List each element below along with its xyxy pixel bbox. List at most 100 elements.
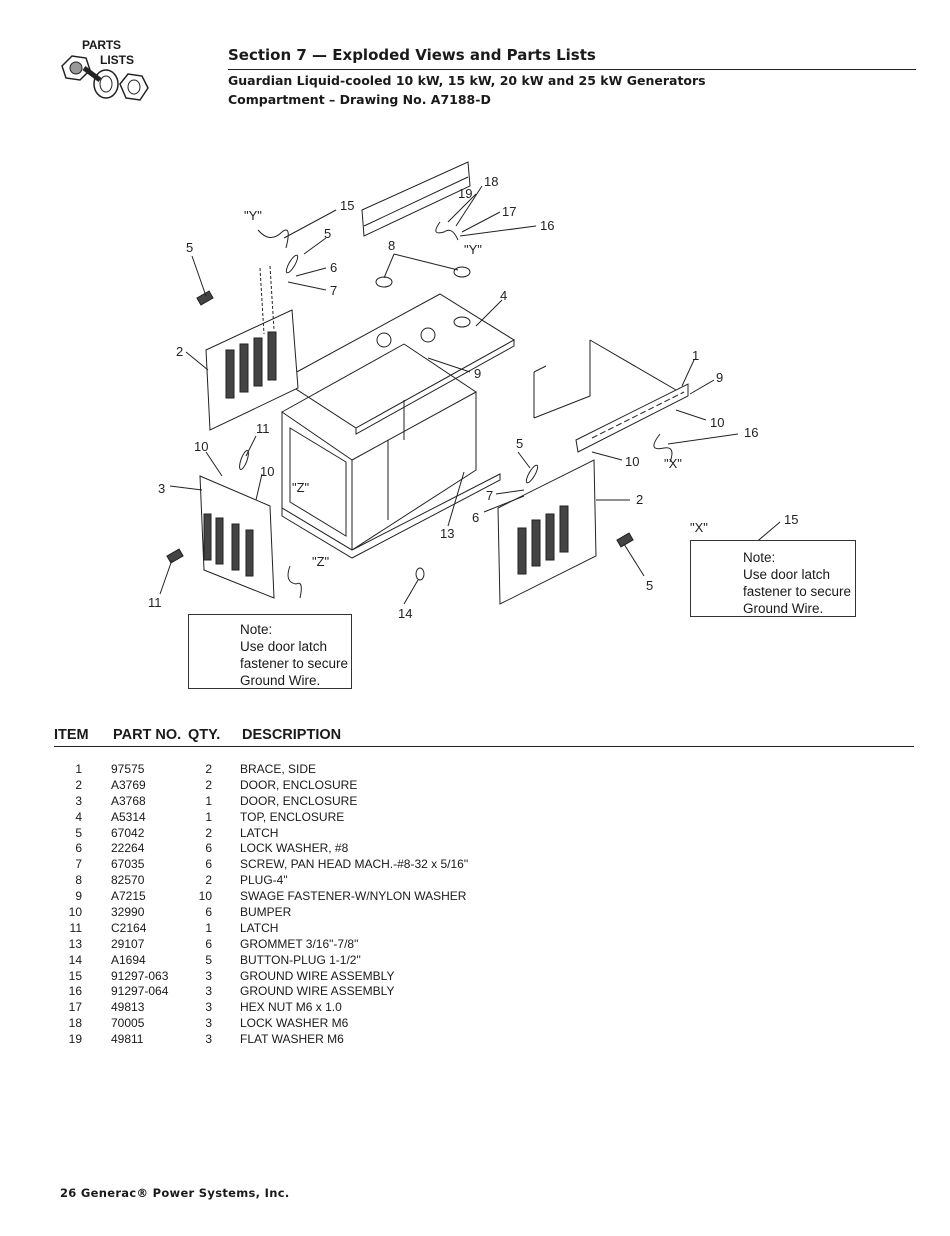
part-no-cell: 91297-063 (111, 968, 169, 983)
callout-5c: 5 (516, 436, 523, 451)
label-x-note: "X" (690, 520, 708, 535)
callout-15b: 15 (784, 512, 798, 527)
item-cell: 17 (68, 1000, 82, 1015)
label-y-left: "Y" (244, 208, 262, 223)
callout-9a: 9 (474, 366, 481, 381)
callout-17: 17 (502, 204, 516, 219)
page-footer: 26 Generac® Power Systems, Inc. (60, 1186, 290, 1200)
drawing-number: Compartment – Drawing No. A7188-D (228, 92, 491, 107)
callout-1: 1 (692, 348, 699, 363)
note-right-line: Use door latch (743, 567, 831, 582)
part-no-cell: A3768 (111, 793, 146, 808)
plug-left (375, 276, 393, 288)
callout-15a: 15 (340, 198, 354, 213)
part-no-cell: A7215 (111, 889, 146, 904)
item-cell: 3 (75, 793, 82, 808)
callout-7b: 7 (486, 488, 493, 503)
item-cell: 14 (68, 952, 82, 967)
description-cell: SCREW, PAN HEAD MACH.-#8-32 x 5/16" (240, 857, 469, 872)
latch-left (196, 290, 214, 306)
note-left-line: Use door latch (240, 639, 328, 654)
callout-3: 3 (158, 481, 165, 496)
section-title: Section 7 — Exploded Views and Parts Lis… (228, 46, 916, 70)
item-cell: 2 (75, 777, 82, 792)
exploded-view-drawing: 18 19 17 16 15 5 5 6 7 8 4 2 9 1 9 10 16… (148, 161, 798, 621)
qty-cell: 2 (205, 777, 212, 792)
qty-cell: 1 (205, 809, 212, 824)
ground-wire-y-right (435, 221, 459, 241)
item-cell: 19 (68, 1032, 82, 1047)
part-no-cell: 32990 (111, 905, 145, 920)
enclosure-base (281, 473, 501, 559)
callout-19: 19 (458, 186, 472, 201)
description-cell: FLAT WASHER M6 (240, 1032, 344, 1047)
part-no-cell: 70005 (111, 1016, 145, 1031)
callout-16a: 16 (540, 218, 554, 233)
item-cell: 9 (75, 889, 82, 904)
item-cell: 5 (75, 825, 82, 840)
label-z-wire: "Z" (312, 554, 330, 569)
callout-5b: 5 (186, 240, 193, 255)
description-cell: LOCK WASHER M6 (240, 1016, 349, 1031)
ground-wire-z (287, 565, 302, 599)
qty-cell: 2 (205, 873, 212, 888)
callout-18: 18 (484, 174, 498, 189)
description-cell: HEX NUT M6 x 1.0 (240, 1000, 342, 1015)
note-left-line: fastener to secure (240, 656, 349, 671)
header-part-no: PART NO. (113, 727, 182, 743)
label-z-frame: "Z" (292, 480, 310, 495)
generator-subtitle: Guardian Liquid-cooled 10 kW, 15 kW, 20 … (228, 73, 706, 88)
callout-5d: 5 (646, 578, 653, 593)
table-row: 19 49811 3 FLAT WASHER M6 (54, 1032, 654, 1048)
part-no-cell: 49813 (111, 1000, 145, 1015)
table-row: 18 70005 3 LOCK WASHER M6 (54, 1016, 654, 1032)
plug-right (453, 266, 471, 278)
part-no-cell: 67035 (111, 857, 145, 872)
part-no-cell: A5314 (111, 809, 146, 824)
item-cell: 7 (75, 857, 82, 872)
item-cell: 1 (75, 762, 82, 776)
item-cell: 8 (75, 873, 82, 888)
part-no-cell: 91297-064 (111, 984, 169, 999)
description-cell: DOOR, ENCLOSURE (240, 777, 358, 792)
qty-cell: 2 (205, 762, 212, 776)
qty-cell: 3 (205, 1016, 212, 1031)
callout-13: 13 (440, 526, 454, 541)
callout-10c: 10 (194, 439, 208, 454)
description-cell: GROMMET 3/16"-7/8" (240, 936, 359, 951)
header-item: ITEM (54, 727, 89, 743)
header-qty: QTY. (188, 727, 221, 743)
description-cell: DOOR, ENCLOSURE (240, 793, 358, 808)
parts-lists-logo: PARTS LISTS (54, 38, 164, 120)
qty-cell: 1 (205, 920, 212, 935)
callout-8: 8 (388, 238, 395, 253)
part-no-cell: 97575 (111, 762, 145, 776)
callout-5a: 5 (324, 226, 331, 241)
part-no-cell: 29107 (111, 936, 145, 951)
part-no-cell: A1694 (111, 952, 146, 967)
part-no-cell: 82570 (111, 873, 145, 888)
top-brace (361, 161, 471, 237)
part-no-cell: 49811 (111, 1032, 144, 1047)
callout-11a: 11 (256, 421, 270, 436)
description-cell: LATCH (240, 825, 279, 840)
callout-2a: 2 (176, 344, 183, 359)
qty-cell: 6 (205, 936, 212, 951)
item-cell: 18 (68, 1016, 82, 1031)
qty-cell: 3 (205, 1000, 212, 1015)
callout-10a: 10 (710, 415, 724, 430)
description-cell: BUTTON-PLUG 1-1/2" (240, 952, 361, 967)
callout-4: 4 (500, 288, 507, 303)
table-row: 17 49813 3 HEX NUT M6 x 1.0 (54, 1000, 654, 1016)
qty-cell: 3 (205, 1032, 212, 1047)
